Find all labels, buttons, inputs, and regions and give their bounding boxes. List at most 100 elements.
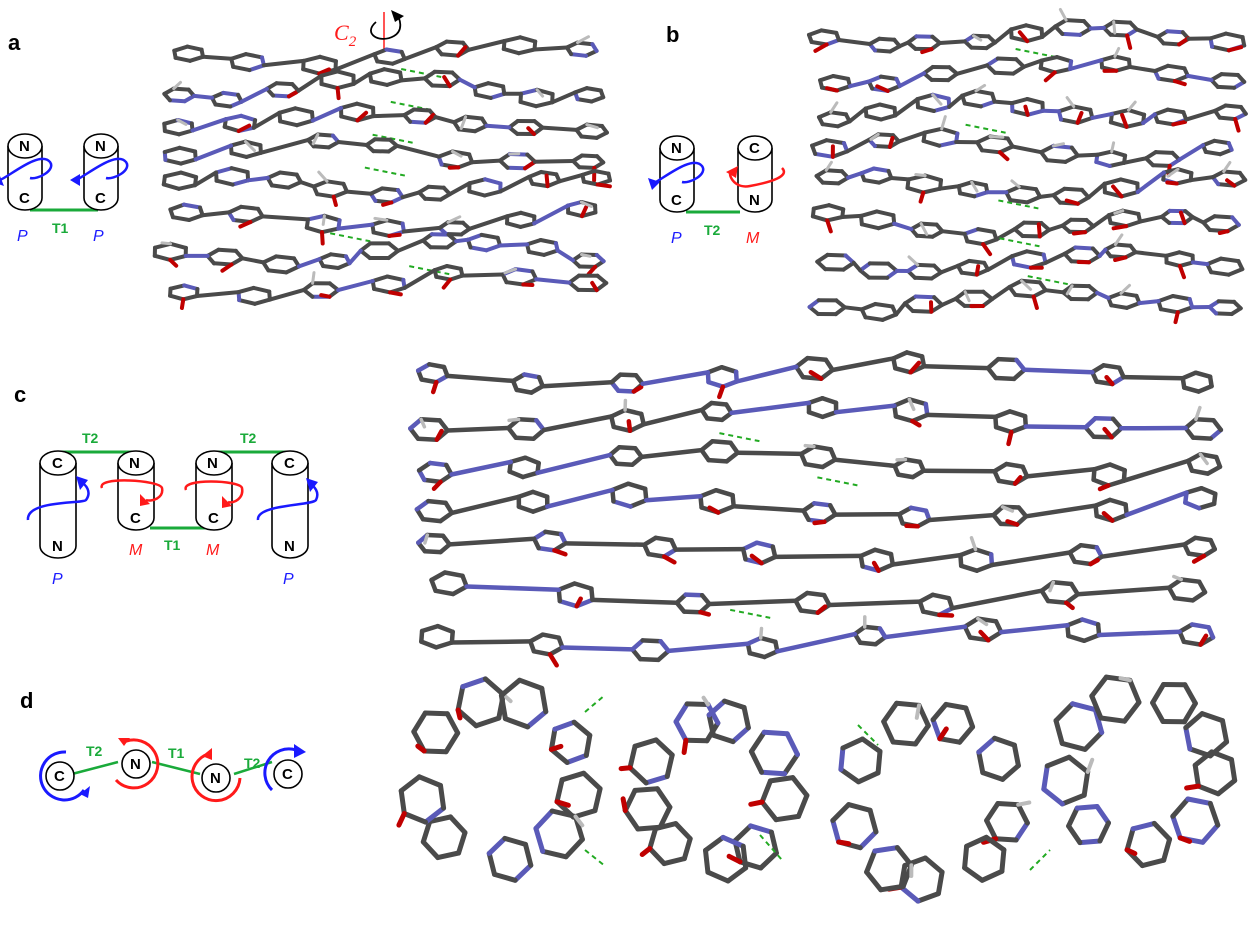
bond-stick <box>580 168 597 177</box>
bond-stick <box>544 173 550 189</box>
bond-stick <box>1126 108 1147 117</box>
tether-label: T2 <box>244 755 261 771</box>
bond-stick <box>1010 97 1030 106</box>
bond-stick <box>875 748 883 776</box>
bond-stick <box>962 101 983 109</box>
cylinder-top-label: C <box>749 140 760 157</box>
hydrogen-bond <box>730 608 771 619</box>
bond-stick <box>894 700 922 708</box>
bond-stick <box>917 592 936 604</box>
bond-stick <box>1120 208 1141 216</box>
tether-label: T2 <box>704 222 721 238</box>
bond-stick <box>389 195 405 205</box>
bond-stick <box>998 623 1070 635</box>
bond-stick <box>473 123 489 134</box>
bond-stick <box>229 166 250 175</box>
bond-stick <box>813 42 829 53</box>
bond-stick <box>862 624 883 631</box>
bond-stick <box>449 639 533 645</box>
bond-stick <box>1124 490 1189 518</box>
bond-stick <box>973 547 994 557</box>
bond-stick <box>449 459 514 477</box>
bond-stick <box>858 640 878 647</box>
bond-stick <box>1010 179 1021 189</box>
bond-stick <box>741 705 751 731</box>
bond-stick <box>384 47 404 54</box>
bond-stick <box>1198 633 1209 647</box>
bond-stick <box>586 264 598 277</box>
bond-stick <box>1108 32 1130 38</box>
bond-stick <box>1180 370 1198 381</box>
bond-stick <box>459 115 468 130</box>
bond-stick <box>598 88 606 100</box>
bond-stick <box>825 215 845 223</box>
bond-stick <box>278 119 299 128</box>
bond-stick <box>1007 278 1024 289</box>
bond-stick <box>415 743 427 754</box>
hydrogen-bond <box>759 834 783 861</box>
bond-stick <box>825 86 839 93</box>
bond-stick <box>517 677 545 691</box>
bond-stick <box>1133 250 1169 258</box>
bond-stick <box>717 384 726 400</box>
bond-stick <box>1164 260 1182 268</box>
bond-stick <box>486 850 497 877</box>
bond-stick <box>740 843 749 871</box>
bond-stick <box>859 222 881 231</box>
bond-stick <box>635 824 663 832</box>
bond-stick <box>698 487 719 499</box>
bond-stick <box>614 461 635 467</box>
bond-stick <box>422 710 450 717</box>
bond-stick <box>976 749 986 776</box>
bond-stick <box>236 123 252 133</box>
bond-stick <box>1062 186 1084 192</box>
bond-stick <box>859 166 876 176</box>
bond-stick <box>243 52 264 60</box>
bond-stick <box>1082 730 1105 752</box>
bond-stick <box>997 150 1010 162</box>
bond-stick <box>638 656 661 663</box>
bond-stick <box>915 233 935 239</box>
bond-stick <box>1189 622 1211 630</box>
bond-stick <box>1121 458 1191 483</box>
bond-stick <box>745 635 763 646</box>
bond-stick <box>1122 156 1148 165</box>
bond-stick <box>344 189 373 196</box>
bond-stick <box>560 645 635 652</box>
bond-stick <box>1237 170 1248 182</box>
bond-stick <box>1094 160 1112 168</box>
bond-stick <box>594 253 606 264</box>
bond-stick <box>339 101 359 110</box>
bond-stick <box>201 54 234 61</box>
bond-stick <box>505 210 523 219</box>
bond-stick <box>1127 677 1142 705</box>
bond-stick <box>1089 674 1109 699</box>
bond-stick <box>920 609 942 618</box>
bond-stick <box>1045 598 1069 606</box>
hydrogen-bond <box>998 199 1039 210</box>
bond-stick <box>311 133 320 146</box>
bond-stick <box>1109 149 1128 158</box>
bond-stick <box>978 629 991 643</box>
bond-stick <box>317 170 329 183</box>
bond-stick <box>1170 294 1192 302</box>
bond-stick <box>710 439 733 445</box>
bond-stick <box>1215 778 1238 797</box>
bond-stick <box>415 436 440 442</box>
bond-stick <box>160 241 172 246</box>
bond-stick <box>229 52 248 61</box>
bond-stick <box>423 805 447 825</box>
bond-stick <box>185 44 204 52</box>
bond-stick <box>547 652 559 668</box>
bond-stick <box>251 285 272 294</box>
bond-stick <box>442 570 465 579</box>
bond-stick <box>957 724 976 745</box>
bond-stick <box>618 372 639 378</box>
bond-stick <box>595 154 606 165</box>
bond-stick <box>523 841 534 868</box>
bond-stick <box>301 67 322 76</box>
bond-stick <box>1062 245 1078 256</box>
bond-stick <box>838 745 846 772</box>
bond-stick <box>1097 820 1111 844</box>
bond-stick <box>824 138 846 146</box>
